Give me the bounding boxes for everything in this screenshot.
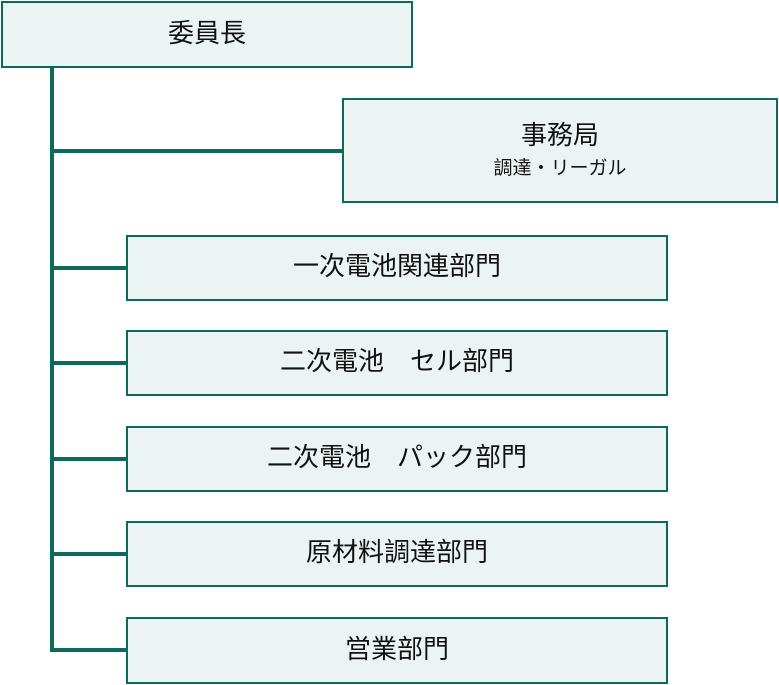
- connector-dept-5: [50, 648, 128, 652]
- chairman-box: 委員長: [1, 1, 413, 68]
- trunk-connector: [50, 66, 54, 652]
- connector-dept-2: [50, 361, 128, 365]
- chairman-label: 委員長: [167, 18, 246, 49]
- secretariat-label: 事務局: [520, 120, 599, 151]
- secretariat-box: 事務局 調達・リーガル: [342, 98, 778, 203]
- department-label: 一次電池関連部門: [292, 252, 501, 283]
- department-label: 営業部門: [344, 634, 449, 665]
- department-label: 二次電池 パック部門: [266, 443, 527, 474]
- department-label: 二次電池 セル部門: [279, 347, 514, 378]
- connector-dept-1: [50, 266, 128, 270]
- connector-dept-3: [50, 457, 128, 461]
- department-label: 原材料調達部門: [305, 538, 488, 569]
- department-box: 二次電池 パック部門: [126, 426, 668, 492]
- department-box: 二次電池 セル部門: [126, 330, 668, 396]
- department-box: 営業部門: [126, 617, 668, 684]
- department-box: 原材料調達部門: [126, 521, 668, 587]
- secretariat-sublabel: 調達・リーガル: [493, 156, 627, 179]
- connector-secretariat: [50, 149, 344, 153]
- connector-dept-4: [50, 552, 128, 556]
- department-box: 一次電池関連部門: [126, 235, 668, 301]
